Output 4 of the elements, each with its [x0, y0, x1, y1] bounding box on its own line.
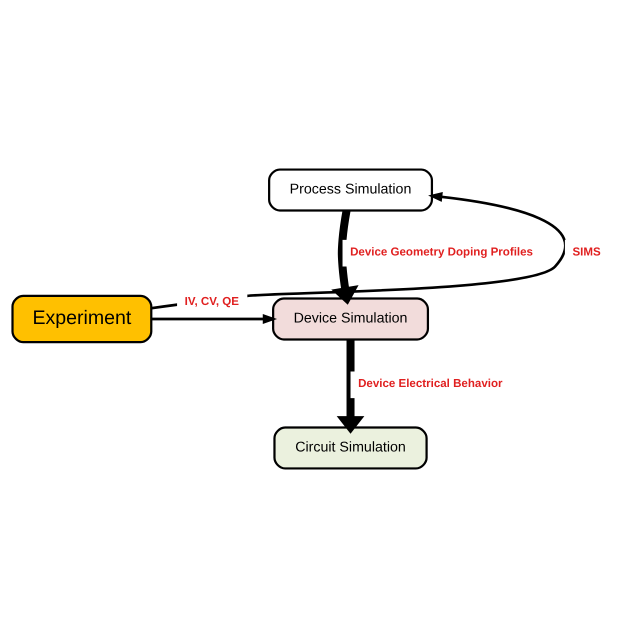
edge-label: SIMS	[572, 246, 601, 258]
edge-label: Device Electrical Behavior	[358, 377, 503, 390]
edge-label: IV, CV, QE	[184, 296, 239, 308]
edge-label: Device Geometry Doping Profiles	[350, 246, 533, 258]
